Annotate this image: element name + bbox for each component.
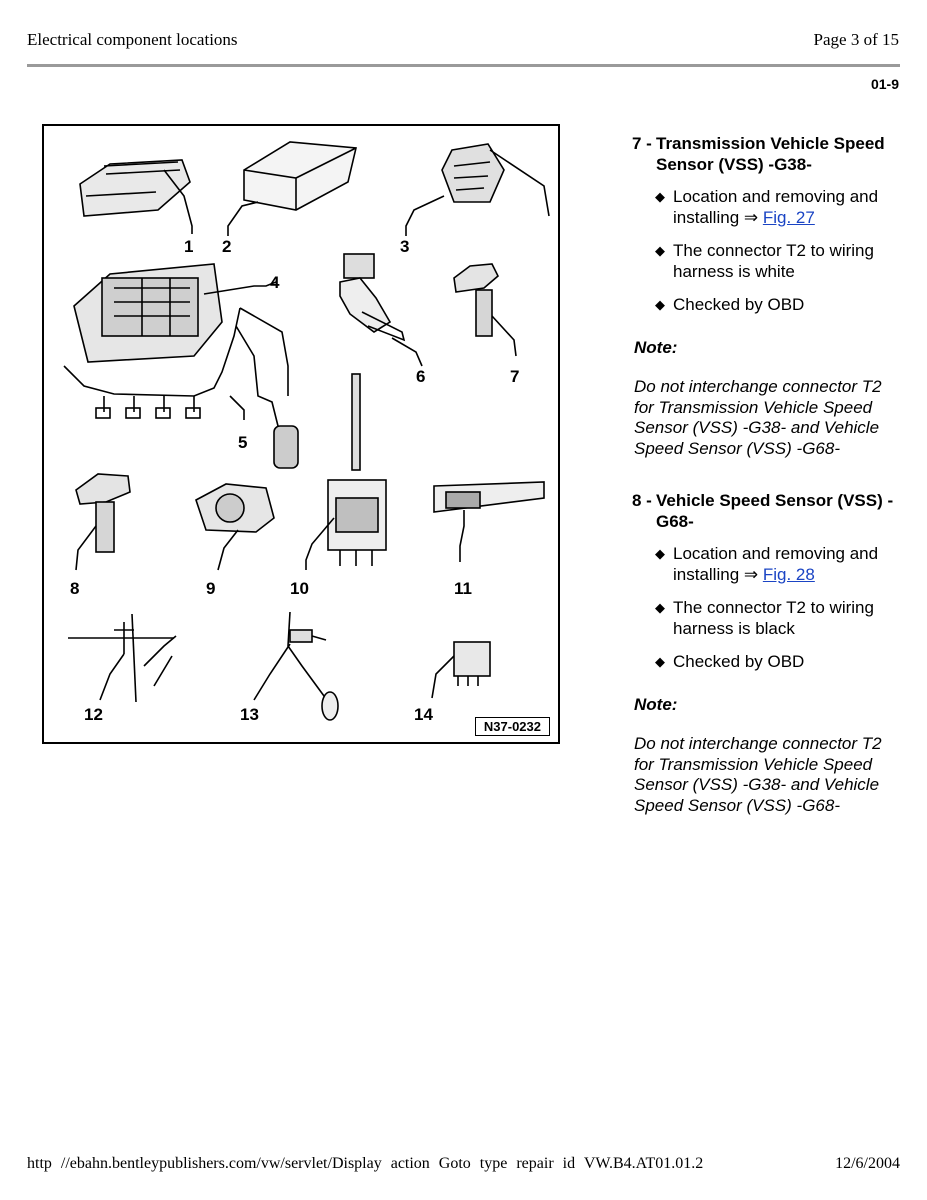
list-item: ◆The connector T2 to wiring harness is b…: [655, 598, 874, 638]
item-title: 7 - Transmission Vehicle Speed Sensor (V…: [609, 134, 904, 175]
footer-url: http //ebahn.bentleypublishers.com/vw/se…: [27, 1155, 704, 1172]
callout-1: 1: [184, 237, 193, 256]
component-list: 7 - Transmission Vehicle Speed Sensor (V…: [632, 134, 904, 816]
callout-8: 8: [70, 579, 79, 598]
header-rule: [27, 64, 900, 67]
bullet-list: ◆Location and removing and installing ⇒ …: [609, 187, 904, 316]
callout-12: 12: [84, 705, 103, 724]
diamond-bullet-icon: ◆: [655, 243, 665, 258]
list-item: ◆Location and removing and installing ⇒ …: [655, 187, 879, 227]
item-number: 8 -: [632, 491, 652, 510]
item-8: 8 - Vehicle Speed Sensor (VSS) -G68- ◆Lo…: [632, 491, 904, 816]
page-number: Page 3 of 15: [813, 30, 899, 49]
note-text: Do not interchange connector T2 for Tran…: [634, 377, 882, 458]
diamond-bullet-icon: ◆: [655, 654, 665, 669]
callout-9: 9: [206, 579, 215, 598]
diamond-bullet-icon: ◆: [655, 600, 665, 615]
component-illustration: 1 2 3 4 5 6 7 8 9 10 11 12 13 14: [63, 141, 550, 724]
component-locations-figure: 1 2 3 4 5 6 7 8 9 10 11 12 13 14 N37-023…: [42, 124, 560, 744]
fig-27-link[interactable]: Fig. 27: [762, 207, 815, 227]
item-7: 7 - Transmission Vehicle Speed Sensor (V…: [632, 134, 904, 459]
note-label: Note:: [634, 337, 678, 357]
figure-label: N37-0232: [474, 717, 550, 736]
footer-date: 12/6/2004: [835, 1155, 900, 1172]
item-title: 8 - Vehicle Speed Sensor (VSS) -G68-: [609, 491, 904, 532]
section-code: 01-9: [870, 76, 899, 92]
note-text: Do not interchange connector T2 for Tran…: [634, 734, 882, 815]
note-label: Note:: [634, 694, 678, 714]
callout-14: 14: [414, 705, 433, 724]
callout-2: 2: [222, 237, 231, 256]
list-item: ◆Checked by OBD: [655, 652, 805, 671]
bullet-list: ◆Location and removing and installing ⇒ …: [609, 544, 904, 673]
list-item: ◆The connector T2 to wiring harness is w…: [655, 241, 874, 281]
diamond-bullet-icon: ◆: [655, 297, 665, 312]
callout-13: 13: [240, 705, 259, 724]
diamond-bullet-icon: ◆: [655, 189, 665, 204]
callout-11: 11: [454, 579, 472, 598]
list-item: ◆Location and removing and installing ⇒ …: [655, 544, 879, 584]
callout-7: 7: [510, 367, 519, 386]
item-title-text: Vehicle Speed Sensor (VSS) -G68-: [656, 491, 894, 531]
callout-3: 3: [400, 237, 409, 256]
diamond-bullet-icon: ◆: [655, 546, 665, 561]
item-title-text: Transmission Vehicle Speed Sensor (VSS) …: [656, 134, 885, 174]
item-number: 7 -: [632, 134, 652, 153]
callout-10: 10: [290, 579, 309, 598]
callout-6: 6: [416, 367, 425, 386]
fig-28-link[interactable]: Fig. 28: [762, 564, 815, 584]
callout-5: 5: [238, 433, 247, 452]
page-header-title: Electrical component locations: [27, 30, 238, 49]
page-footer: http //ebahn.bentleypublishers.com/vw/se…: [27, 1155, 900, 1173]
list-item: ◆Checked by OBD: [655, 295, 805, 314]
callout-4: 4: [270, 273, 280, 292]
